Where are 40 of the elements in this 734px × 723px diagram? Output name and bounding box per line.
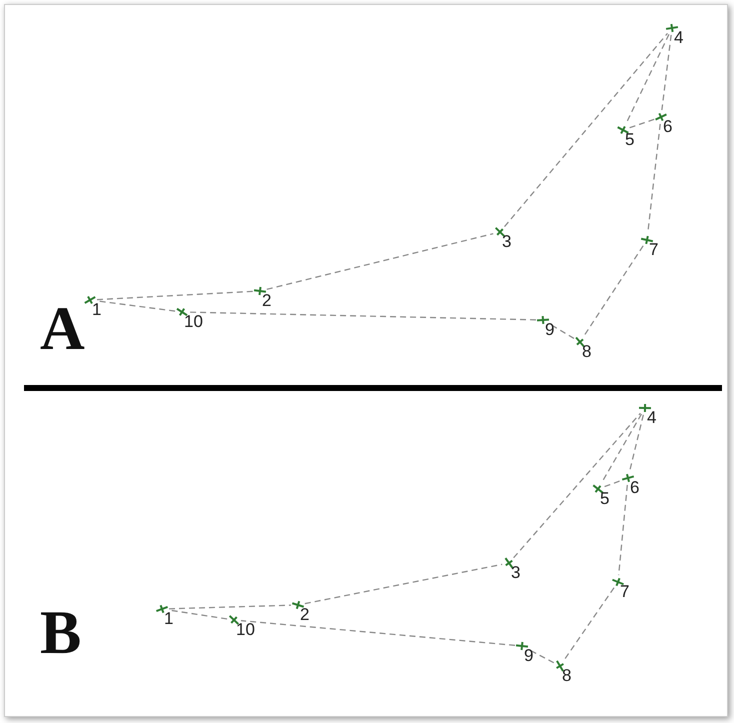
point-number: 9 xyxy=(524,647,534,665)
point-number: 3 xyxy=(511,564,520,582)
point-number: 8 xyxy=(582,343,592,361)
point-number: 10 xyxy=(184,313,203,331)
point-number: 5 xyxy=(625,131,634,149)
survey-line xyxy=(604,480,622,488)
survey-line xyxy=(563,587,615,661)
point-number: 3 xyxy=(502,233,512,251)
survey-line xyxy=(661,34,672,110)
survey-line xyxy=(504,32,668,228)
survey-line xyxy=(629,414,644,472)
point-number: 5 xyxy=(600,490,610,508)
survey-line xyxy=(168,609,228,620)
point-number: 10 xyxy=(236,621,255,639)
survey-line xyxy=(618,484,628,576)
survey-line xyxy=(629,118,655,128)
point-number: 8 xyxy=(562,667,572,685)
survey-line xyxy=(188,312,536,320)
survey-line xyxy=(513,412,641,558)
point-number: 9 xyxy=(545,321,554,339)
point-number: 4 xyxy=(647,409,656,427)
point-number: 1 xyxy=(164,610,174,628)
survey-line xyxy=(266,233,494,290)
point-number: 4 xyxy=(674,29,684,47)
point-number: 2 xyxy=(262,292,272,310)
point-number: 1 xyxy=(92,301,102,319)
panel-label: B xyxy=(40,602,82,664)
survey-line xyxy=(583,246,644,336)
point-number: 6 xyxy=(663,118,672,136)
survey-line xyxy=(304,564,502,604)
point-number: 7 xyxy=(620,583,630,601)
point-number: 2 xyxy=(300,606,310,624)
point-number: 6 xyxy=(630,479,640,497)
survey-line xyxy=(96,290,254,300)
panel-label: A xyxy=(40,298,85,360)
survey-line xyxy=(168,604,292,610)
survey-line xyxy=(625,34,670,124)
survey-line xyxy=(96,300,176,312)
point-number: 7 xyxy=(649,241,658,259)
survey-line xyxy=(240,620,516,646)
